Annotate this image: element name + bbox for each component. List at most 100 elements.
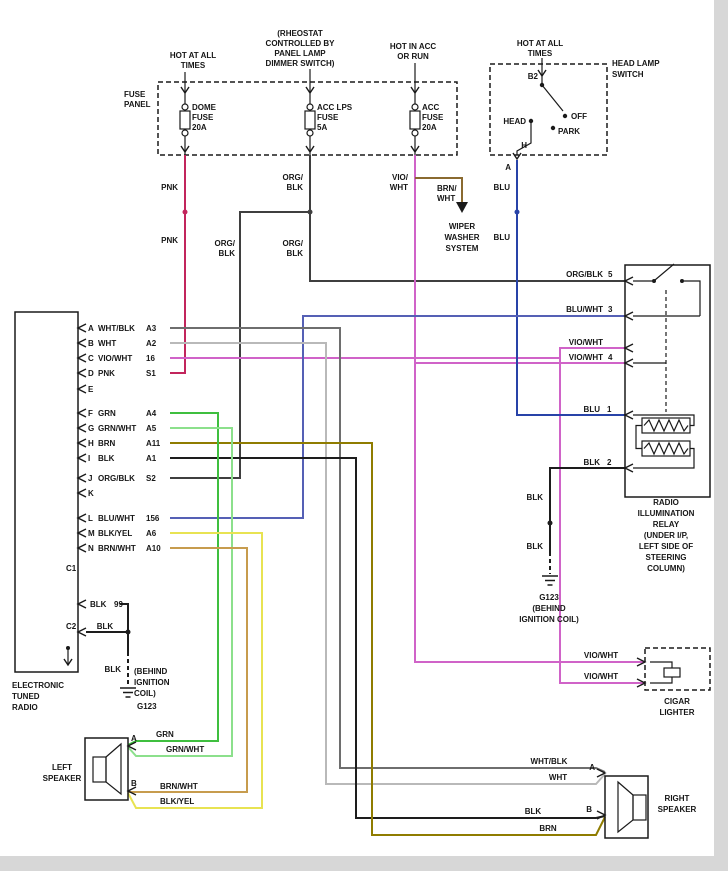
wiper-system-label: SYSTEM <box>446 244 479 253</box>
hot2-label: HOT AT ALL <box>517 39 563 48</box>
hot1-label: TIMES <box>181 61 206 70</box>
blu-label: BLU <box>494 233 511 242</box>
org-blk-label: ORG/ <box>215 239 236 248</box>
blk-label: BLK <box>527 542 544 551</box>
splice-dot <box>125 629 131 635</box>
arrow-down-icon <box>537 69 547 78</box>
grn-wire <box>127 412 219 746</box>
pin-wire: BLK/YEL <box>98 529 132 538</box>
pin-wire: BLK <box>90 600 107 609</box>
speaker-caption: RIGHT <box>665 794 690 803</box>
blk-label: BLK <box>105 665 122 674</box>
cigar-caption: CIGAR <box>664 697 690 706</box>
cigar-element <box>663 667 681 678</box>
connector-icon <box>76 627 87 637</box>
fuse-name: DOME <box>192 103 217 112</box>
wire-label: VIO/WHT <box>584 672 618 681</box>
speaker-box <box>84 737 129 801</box>
relay-internal-line <box>633 447 695 469</box>
relay-box <box>624 264 711 498</box>
relay-pin-wire: BLU/WHT <box>566 305 603 314</box>
relay-pin-number: 1 <box>607 405 612 414</box>
radio-pin-row: E <box>76 384 94 394</box>
pin-code: A4 <box>146 409 157 418</box>
pin-code: A10 <box>146 544 161 553</box>
headlamp-switch: B2 HEAD OFF PARK H A <box>489 58 608 172</box>
fuse-name: ACC <box>422 103 440 112</box>
connector-c1-label: C1 <box>66 564 77 573</box>
rheostat-label: PANEL LAMP <box>274 49 326 58</box>
connector-icon <box>623 410 634 420</box>
headlamp-switch-box <box>489 63 608 156</box>
pin-code: A5 <box>146 424 157 433</box>
speaker-caption: SPEAKER <box>43 774 82 783</box>
connector-icon <box>636 678 647 688</box>
relay-pin-number: 3 <box>608 305 613 314</box>
pin-code: A2 <box>146 339 157 348</box>
head-position <box>528 118 534 124</box>
brn-wire <box>170 442 606 836</box>
resistor-zigzag-icon <box>643 418 689 433</box>
hot-acc-label: OR RUN <box>397 52 429 61</box>
relay-caption: RADIO <box>653 498 679 507</box>
wire-label: WHT/BLK <box>531 757 568 766</box>
ground-name: IGNITION COIL) <box>519 615 579 624</box>
wht-wire <box>170 342 606 785</box>
speaker-caption: SPEAKER <box>658 805 697 814</box>
pin-code: S2 <box>146 474 156 483</box>
speaker-magnet <box>92 756 107 783</box>
cigar-lighter: CIGAR LIGHTER VIO/WHT VIO/WHT <box>584 647 711 717</box>
relay-caption: LEFT SIDE OF <box>639 542 693 551</box>
blk-99-wire <box>120 603 129 652</box>
connector-icon <box>596 768 607 778</box>
vio-wht-wire-cigar2 <box>559 358 645 684</box>
pnk-wire <box>170 155 186 374</box>
pin-letter: E <box>88 385 94 394</box>
rheostat-label: (RHEOSTAT <box>277 29 323 38</box>
speaker-cone-icon <box>617 780 634 834</box>
relay-switch-blade <box>654 263 675 281</box>
relay-caption: (UNDER I/P, <box>644 531 688 540</box>
pin-code: A3 <box>146 324 157 333</box>
pin-letter: M <box>88 529 95 538</box>
headlamp-switch-label: HEAD LAMP <box>612 59 660 68</box>
speaker-caption: LEFT <box>52 763 72 772</box>
right-speaker: A B RIGHT SPEAKER WHT/BLK WHT BLK BRN <box>525 757 697 839</box>
ground-name: (BEHIND <box>532 604 566 613</box>
park-position <box>550 125 556 131</box>
wire-label: WHT <box>549 773 567 782</box>
pin-wire: GRN/WHT <box>98 424 136 433</box>
relay-pin-number: 4 <box>608 353 613 362</box>
fuse-panel-label: PANEL <box>124 100 151 109</box>
radio-caption: RADIO <box>12 703 38 712</box>
blu-label: BLU <box>494 183 511 192</box>
fuse-panel: FUSE PANEL DOME FUSE 20A ACC LPS FUSE <box>124 63 458 156</box>
vio-wht-label: WHT <box>390 183 408 192</box>
pin-code: A6 <box>146 529 157 538</box>
resistor-zigzag-icon <box>643 441 689 456</box>
connector-icon <box>126 786 137 796</box>
ground-name: G123 <box>539 593 559 602</box>
fuse-name: FUSE <box>422 113 444 122</box>
org-blk-wire-relay <box>309 155 625 282</box>
arrow-down-icon <box>305 145 315 154</box>
terminal-a-label: A <box>131 734 137 743</box>
pin-letter: C <box>88 354 94 363</box>
fuse-terminal <box>411 103 419 111</box>
pin-wire: VIO/WHT <box>98 354 132 363</box>
pin-letter: G <box>88 424 94 433</box>
fuse-terminal <box>306 103 314 111</box>
connector-icon <box>596 810 607 820</box>
brn-wht-wire <box>128 547 248 793</box>
pin-code: A11 <box>146 439 161 448</box>
pin-wire: BLU/WHT <box>98 514 135 523</box>
b2-terminal-label: B2 <box>528 72 539 81</box>
pnk-label: PNK <box>161 236 178 245</box>
a-terminal-label: A <box>505 163 511 172</box>
relay-caption: COLUMN) <box>647 564 685 573</box>
relay-internal-line <box>633 414 695 427</box>
radio-illumination-relay: ORG/BLK 5 BLU/WHT 3 VIO/WHT VIO/WHT 4 BL… <box>566 263 711 573</box>
